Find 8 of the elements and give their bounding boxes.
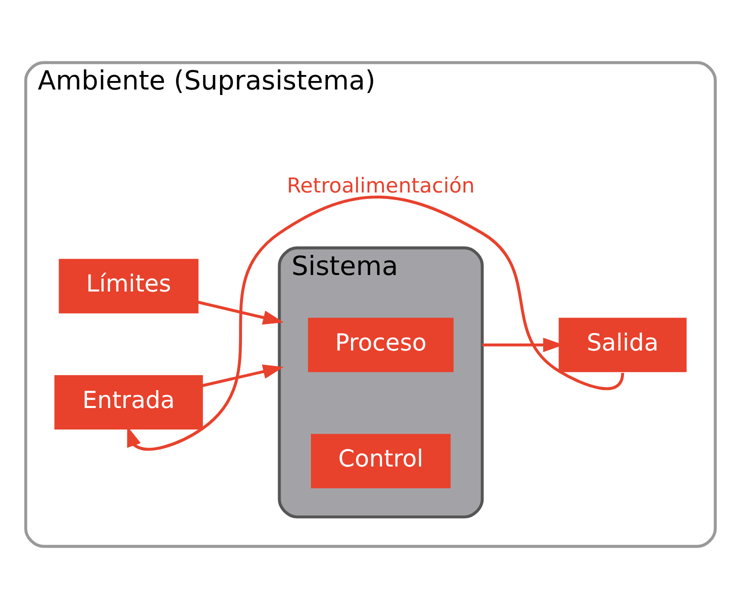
arrow xyxy=(202,364,284,388)
node-box: Entrada xyxy=(54,375,203,430)
node-box: Control xyxy=(310,434,451,488)
arrow xyxy=(198,300,284,325)
node-box: Salida xyxy=(558,318,687,372)
edge-label: Retroalimentación xyxy=(286,173,475,198)
node-box: Proceso xyxy=(308,318,454,372)
node-box: Límites xyxy=(58,258,198,314)
